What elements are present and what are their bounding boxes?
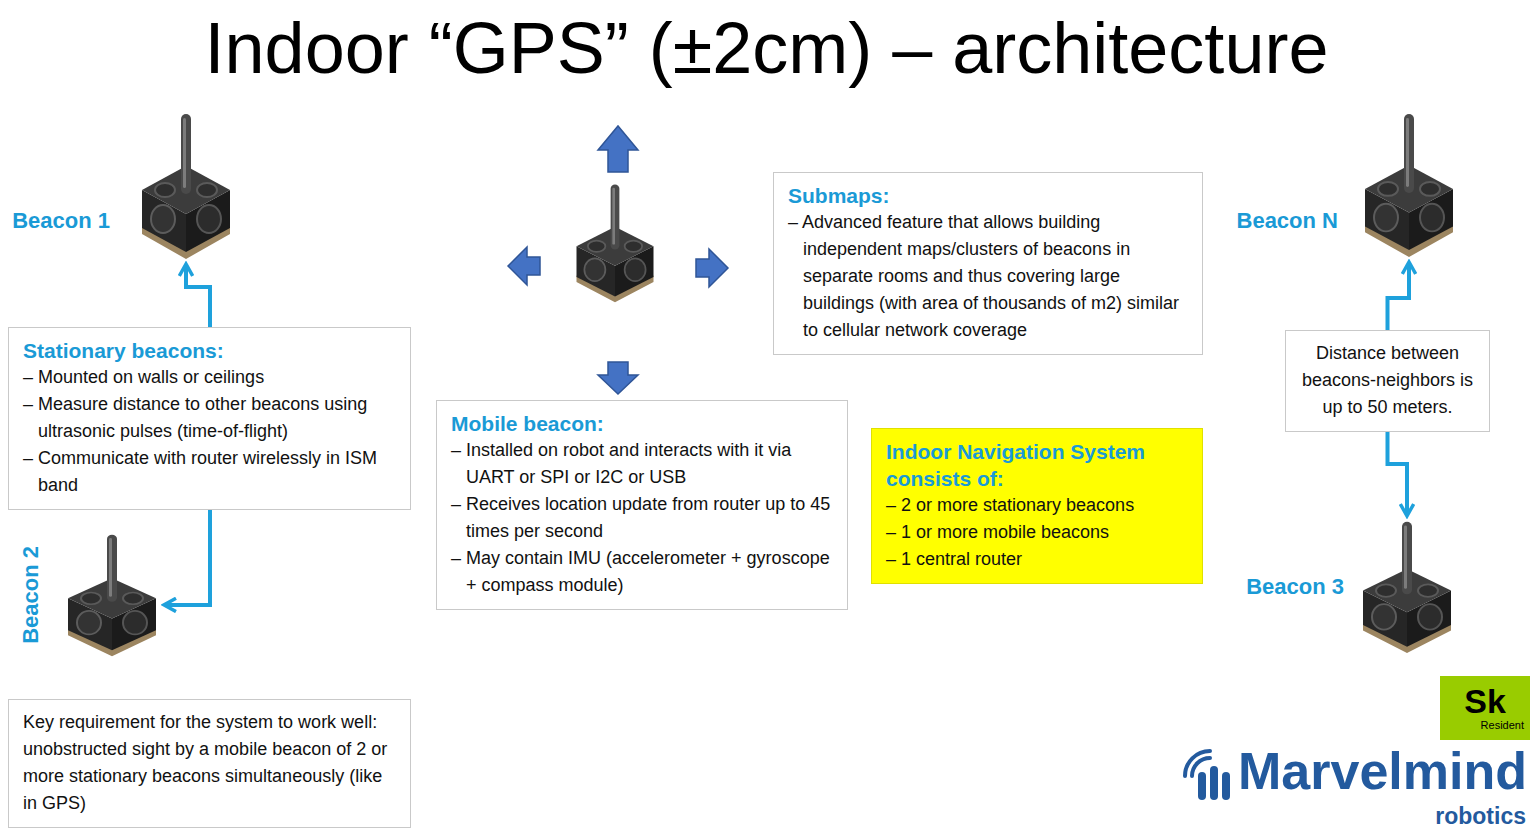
up-arrow: [598, 126, 638, 172]
box-heading: Submaps:: [788, 182, 1188, 209]
stationary-beacon: Beacon 2: [18, 533, 160, 657]
beacon-device: [1361, 112, 1457, 258]
down-arrow: [598, 362, 638, 394]
bullet-item: – Installed on robot and interacts with …: [451, 437, 833, 491]
beacon-device: [1365, 114, 1453, 257]
bullet-item: – Measure distance to other beacons usin…: [23, 391, 396, 445]
left-arrow: [508, 247, 540, 285]
box-heading: Indoor Navigation System consists of:: [886, 438, 1188, 492]
beacon-label: Beacon 2: [18, 546, 44, 644]
box-heading: Mobile beacon:: [451, 410, 833, 437]
logo-bar: [1198, 772, 1206, 800]
logo-wave: [1185, 751, 1210, 776]
resident-badge: SkResident: [1440, 676, 1530, 740]
note-text: Key requirement for the system to work w…: [23, 709, 396, 817]
beacon-device: [64, 533, 160, 657]
connector-arrow: [186, 264, 210, 327]
bullet-item: – Communicate with router wirelessly in …: [23, 445, 396, 499]
bullet-item: – May contain IMU (accelerometer + gyros…: [451, 545, 833, 599]
logo-name: Marvelmind: [1238, 745, 1527, 797]
badge-mark: Sk: [1440, 676, 1530, 719]
bullet-item: – Advanced feature that allows building …: [788, 209, 1188, 344]
beacon-device: [1363, 522, 1451, 653]
mobile-beacon-device: [577, 185, 654, 303]
badge-text: Resident: [1440, 719, 1530, 732]
beacon-label: Beacon 1: [12, 208, 110, 234]
info-box: Mobile beacon:– Installed on robot and i…: [436, 400, 848, 610]
bullet-item: – 2 or more stationary beacons: [886, 492, 1188, 519]
box-heading: Stationary beacons:: [23, 337, 396, 364]
title: Indoor “GPS” (±2cm) – architecture: [205, 2, 1329, 94]
beacon-device: [142, 114, 230, 259]
note-box: Distance between beacons-neighbors is up…: [1285, 330, 1490, 432]
right-arrow: [696, 249, 728, 287]
bullet-item: – Mounted on walls or ceilings: [23, 364, 396, 391]
stationary-beacon: Beacon 1: [12, 112, 234, 260]
note-text: Distance between beacons-neighbors is up…: [1298, 340, 1477, 421]
logo-icon: [1185, 751, 1230, 800]
beacon-device: [1359, 520, 1455, 654]
note-box: Key requirement for the system to work w…: [8, 699, 411, 828]
logo-subtitle: robotics: [1435, 805, 1526, 828]
connector-arrow: [1388, 262, 1410, 330]
bullet-item: – 1 central router: [886, 546, 1188, 573]
bullet-item: – 1 or more mobile beacons: [886, 519, 1188, 546]
logo-bar: [1222, 772, 1230, 800]
info-box: Submaps:– Advanced feature that allows b…: [773, 172, 1203, 355]
stationary-beacon: Beacon N: [1237, 112, 1457, 258]
stationary-beacon: Beacon 3: [1246, 520, 1455, 654]
connector-arrow: [164, 510, 210, 605]
direction-arrows: [508, 126, 728, 394]
beacon-device: [68, 535, 156, 656]
logo-bar: [1210, 766, 1218, 800]
info-box: Stationary beacons:– Mounted on walls or…: [8, 327, 411, 510]
beacon-label: Beacon N: [1237, 208, 1338, 234]
bullet-item: – Receives location update from router u…: [451, 491, 833, 545]
connector-arrow: [1388, 432, 1408, 516]
highlight-box: Indoor Navigation System consists of:– 2…: [871, 428, 1203, 584]
beacon-label: Beacon 3: [1246, 574, 1344, 600]
beacon-device: [138, 112, 234, 260]
